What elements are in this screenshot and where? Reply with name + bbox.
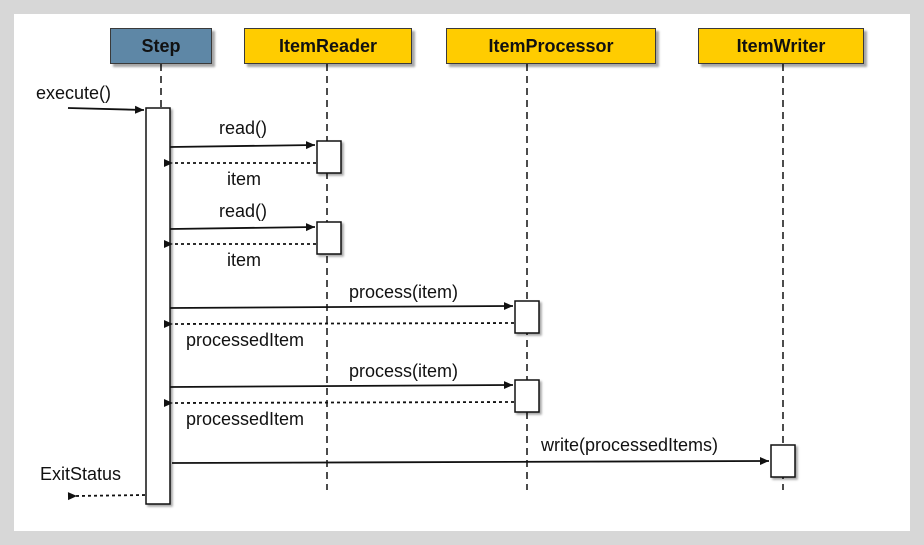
participant-item-writer: ItemWriter xyxy=(698,28,864,64)
activation-reader-2 xyxy=(316,221,342,255)
participant-step: Step xyxy=(110,28,212,64)
arrow-exit xyxy=(67,492,146,501)
arrow-read-2 xyxy=(169,223,316,232)
arrow-execute xyxy=(67,105,145,114)
arrow-read-1 xyxy=(169,141,316,150)
activation-reader-1 xyxy=(316,140,342,174)
arrow-processed-1 xyxy=(163,320,515,329)
label-processed-1: processedItem xyxy=(186,330,304,350)
label-process-2: process(item) xyxy=(349,361,458,381)
label-process-1: process(item) xyxy=(349,282,458,302)
label-processed-2: processedItem xyxy=(186,409,304,429)
activation-processor-2 xyxy=(514,379,540,413)
arrow-processed-2 xyxy=(163,399,515,408)
arrow-write xyxy=(171,457,770,466)
label-item-2: item xyxy=(227,250,261,270)
activation-processor-1 xyxy=(514,300,540,334)
activation-writer xyxy=(770,444,796,478)
label-read-2: read() xyxy=(219,201,267,221)
activation-step xyxy=(145,107,171,505)
participant-item-processor: ItemProcessor xyxy=(446,28,656,64)
label-exit: ExitStatus xyxy=(40,464,121,484)
arrow-process-1 xyxy=(169,302,514,311)
label-execute: execute() xyxy=(36,83,111,103)
label-read-1: read() xyxy=(219,118,267,138)
arrow-process-2 xyxy=(169,381,514,390)
label-write: write(processedItems) xyxy=(540,435,718,455)
label-item-1: item xyxy=(227,169,261,189)
participant-item-reader: ItemReader xyxy=(244,28,412,64)
